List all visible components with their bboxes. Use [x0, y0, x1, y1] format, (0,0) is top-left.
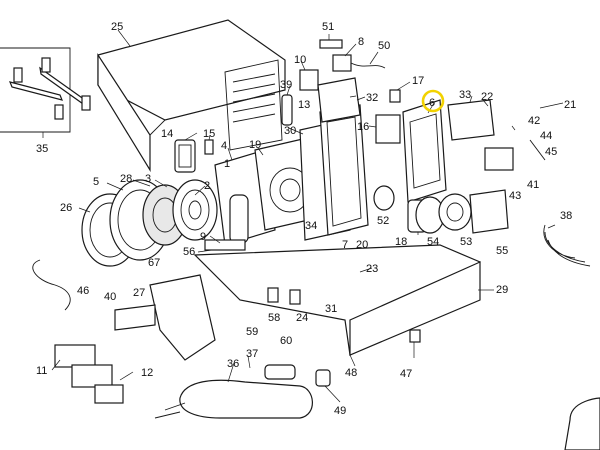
- part-8-connector: [332, 54, 386, 72]
- callout-10: 10: [294, 54, 306, 66]
- callout-41: 41: [527, 179, 539, 191]
- part-15-clip: [204, 139, 214, 155]
- callout-54: 54: [427, 236, 439, 248]
- callout-37: 37: [246, 348, 258, 360]
- part-6-control-board: [402, 99, 447, 203]
- part-49-clamp: [315, 369, 331, 387]
- callout-26: 26: [60, 202, 72, 214]
- callout-34: 34: [305, 220, 317, 232]
- callout-14: 14: [161, 128, 173, 140]
- part-11-controller: [54, 344, 124, 404]
- leader-lines: [42, 29, 564, 403]
- part-40-plate: [114, 304, 156, 331]
- callout-56: 56: [183, 246, 195, 258]
- callout-60: 60: [280, 335, 292, 347]
- callout-labels: 25 51 8 50 10 39 17 33 22 21 13 32 14 15…: [36, 21, 576, 417]
- part-14-filter: [174, 139, 196, 173]
- highlight-ring: [421, 89, 445, 113]
- part-53-pump: [438, 193, 472, 231]
- callout-3: 3: [145, 173, 151, 185]
- callout-45: 45: [545, 146, 557, 158]
- callout-7: 7: [342, 239, 348, 251]
- callout-51: 51: [322, 21, 334, 33]
- callout-29: 29: [496, 284, 508, 296]
- part-47-screw: [409, 329, 421, 343]
- part-9-bracket: [204, 239, 246, 251]
- callout-21: 21: [564, 99, 576, 111]
- callout-31: 31: [325, 303, 337, 315]
- part-13-fuel-pump: [317, 77, 361, 123]
- callout-23: 23: [366, 263, 378, 275]
- callout-24: 24: [296, 312, 308, 324]
- part-38-wiring: [543, 224, 591, 267]
- callout-25: 25: [111, 21, 123, 33]
- callout-9: 9: [200, 231, 206, 243]
- callout-18: 18: [395, 236, 407, 248]
- callout-42: 42: [528, 115, 540, 127]
- callout-20: 20: [356, 239, 368, 251]
- part-58-fitting: [267, 287, 301, 305]
- part-16-relay: [375, 114, 401, 144]
- callout-27: 27: [133, 287, 145, 299]
- part-1-impeller: [172, 179, 218, 241]
- part-46-cable: [32, 259, 71, 311]
- callout-44: 44: [540, 130, 552, 142]
- callout-48: 48: [345, 367, 357, 379]
- callout-55: 55: [496, 245, 508, 257]
- callout-28: 28: [120, 173, 132, 185]
- callout-2: 2: [204, 180, 210, 192]
- callout-19: 19: [249, 139, 261, 151]
- part-27-side-plate: [149, 274, 216, 361]
- callout-15: 15: [203, 128, 215, 140]
- part-45-module: [484, 147, 514, 171]
- callout-43: 43: [509, 190, 521, 202]
- part-52-gasket: [373, 185, 395, 211]
- part-29-base-plate: [193, 244, 481, 356]
- callout-58: 58: [268, 312, 280, 324]
- callout-1: 1: [224, 158, 230, 170]
- callout-49: 49: [334, 405, 346, 417]
- part-25-casing: [97, 19, 286, 173]
- corner-device: [564, 397, 600, 450]
- callout-13: 13: [298, 99, 310, 111]
- callout-16: 16: [357, 121, 369, 133]
- part-37-pipe: [264, 364, 296, 380]
- callout-59: 59: [246, 326, 258, 338]
- callout-11: 11: [36, 365, 47, 377]
- callout-12: 12: [141, 367, 153, 379]
- callout-35: 35: [36, 143, 48, 155]
- callout-36: 36: [227, 358, 239, 370]
- part-51-bracket: [319, 39, 343, 49]
- part-36-silencer: [154, 379, 313, 419]
- callout-50: 50: [378, 40, 390, 52]
- callout-17: 17: [412, 75, 424, 87]
- callout-52: 52: [377, 215, 389, 227]
- callout-8: 8: [358, 36, 364, 48]
- part-39-sensor: [281, 94, 293, 126]
- callout-47: 47: [400, 368, 412, 380]
- callout-32: 32: [366, 92, 378, 104]
- part-10-valve: [299, 69, 319, 91]
- callout-30: 30: [284, 125, 296, 137]
- part-35-brackets: [0, 47, 91, 133]
- part-33-bracket: [447, 99, 495, 141]
- callout-22: 22: [481, 91, 493, 103]
- callout-40: 40: [104, 291, 116, 303]
- callout-33: 33: [459, 89, 471, 101]
- callout-67: 67: [148, 257, 160, 269]
- callout-5: 5: [93, 176, 99, 188]
- part-17-clip: [389, 89, 401, 103]
- callout-6: 6: [429, 97, 435, 109]
- callout-4: 4: [221, 140, 227, 152]
- part-55-cover: [469, 189, 509, 234]
- callout-46: 46: [77, 285, 89, 297]
- callout-39: 39: [280, 79, 292, 91]
- callout-38: 38: [560, 210, 572, 222]
- part-44-pin: [529, 139, 546, 161]
- callout-53: 53: [460, 236, 472, 248]
